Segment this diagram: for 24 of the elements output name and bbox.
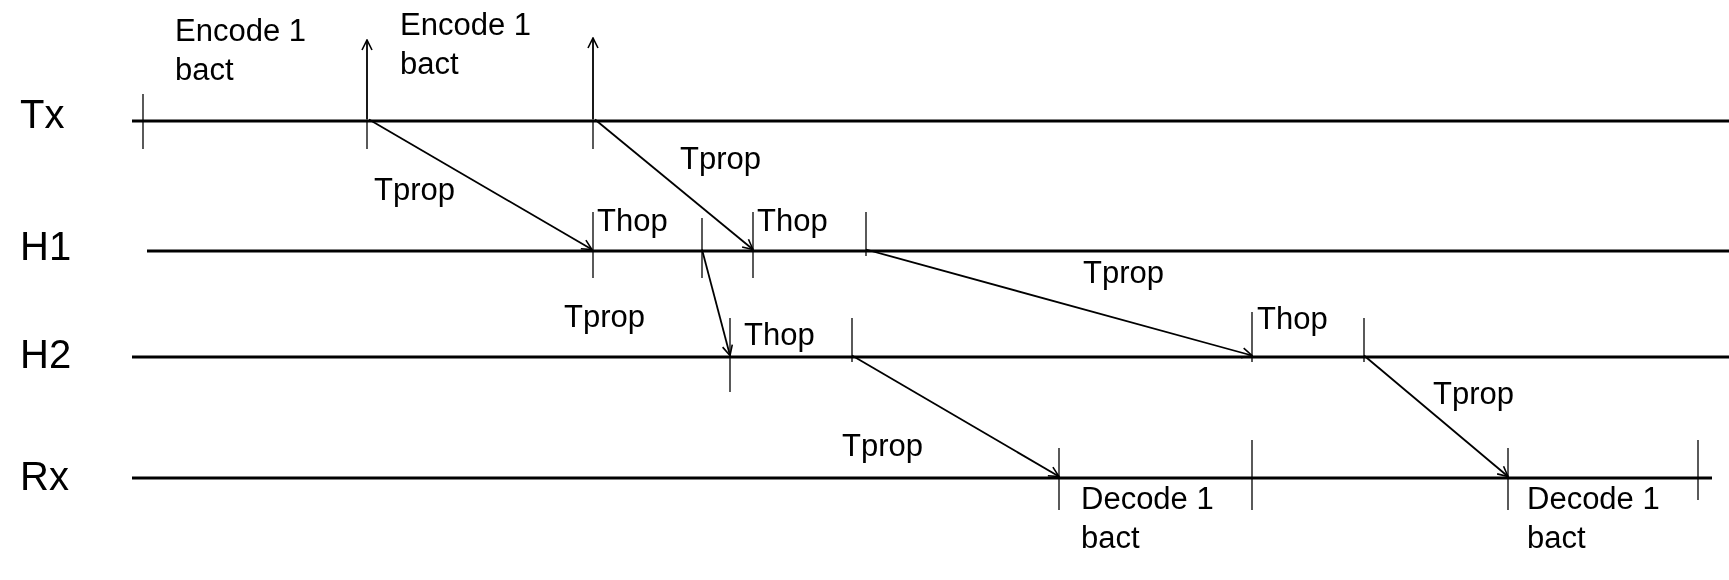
timeline xyxy=(132,476,1712,480)
time-label: Thop xyxy=(597,202,669,240)
timeline xyxy=(147,249,1729,253)
lane-label: Rx xyxy=(20,456,69,496)
arrow xyxy=(851,354,1060,478)
time-label: Encode 1 bact xyxy=(175,12,307,89)
arrow xyxy=(594,118,754,251)
time-label: Thop xyxy=(1257,300,1329,338)
time-label: Decode 1 bact xyxy=(1527,480,1661,557)
lane-label: H2 xyxy=(20,334,72,374)
arrow xyxy=(865,248,1253,359)
timeline xyxy=(132,119,1729,123)
lane-label: H1 xyxy=(20,226,72,266)
arrow xyxy=(587,37,599,121)
lane-label: Tx xyxy=(20,94,65,134)
arrow xyxy=(368,118,593,251)
time-label: Thop xyxy=(744,316,816,354)
time-label: Thop xyxy=(757,202,829,240)
time-label: Encode 1 bact xyxy=(400,6,532,83)
arrow xyxy=(361,39,373,121)
time-label: Decode 1 bact xyxy=(1081,480,1215,557)
arrow xyxy=(701,248,734,357)
timeline xyxy=(132,355,1729,359)
arrow xyxy=(1363,354,1509,478)
